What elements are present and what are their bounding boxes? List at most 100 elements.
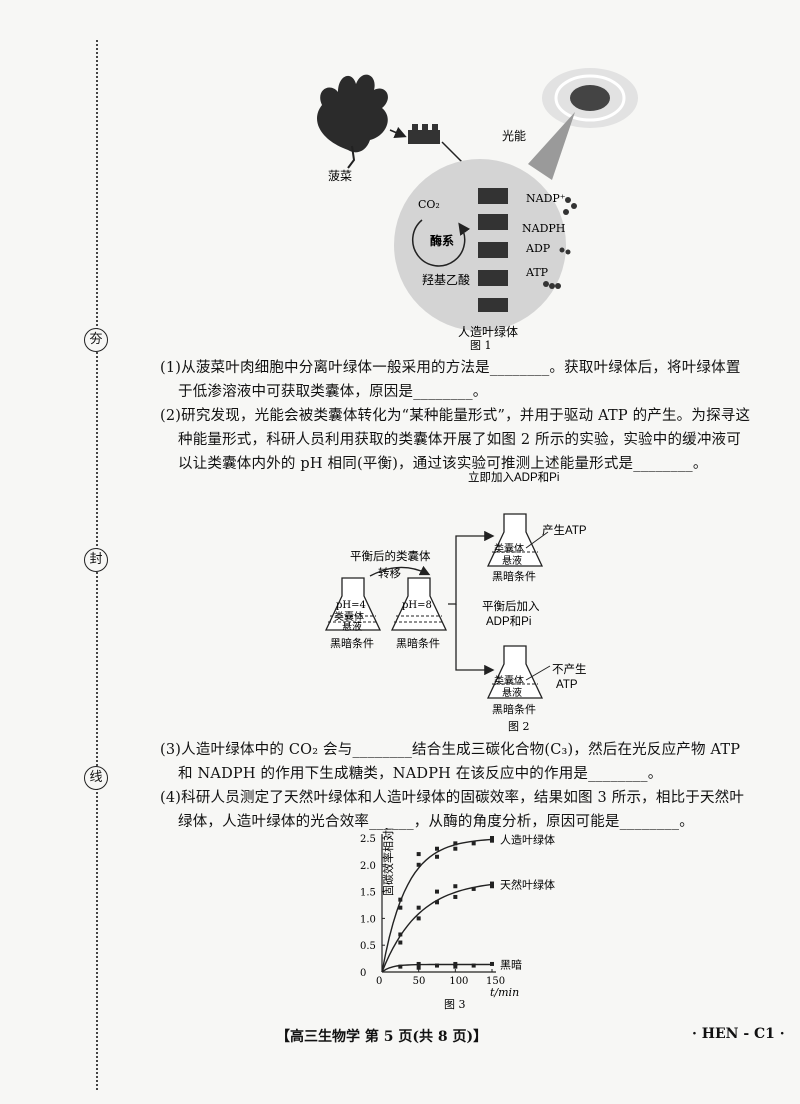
question-1: (1)从菠菜叶肉细胞中分离叶绿体一般采用的方法是________。获取叶绿体后，…	[160, 356, 770, 404]
flask-result-bottom: 类囊体 悬液 黑暗条件	[486, 645, 551, 716]
suspension-label: 悬液	[342, 620, 362, 633]
enzyme-label: 酶系	[430, 233, 454, 248]
x-tick-label: 0	[376, 976, 382, 987]
adp-label: ADP	[525, 242, 551, 255]
x-tick-label: 50	[413, 976, 426, 987]
thylakoid-label: 类囊体	[494, 542, 524, 555]
ph8-label: pH=8	[402, 600, 432, 611]
produce-atp-label: 产生ATP	[542, 523, 587, 537]
data-point	[398, 940, 403, 945]
flask-ph4: pH=4 类囊体 悬液 黑暗条件	[324, 577, 382, 650]
dark-label: 黑暗条件	[492, 569, 536, 583]
data-point	[453, 964, 458, 969]
y-tick-label: 1.5	[360, 888, 376, 899]
data-point	[416, 916, 421, 921]
data-point	[490, 884, 494, 889]
question-line: (2)研究发现，光能会被类囊体转化为“某种能量形式”，并用于驱动 ATP 的产生…	[160, 408, 751, 424]
question-2: (2)研究发现，光能会被类囊体转化为“某种能量形式”，并用于驱动 ATP 的产生…	[160, 404, 770, 476]
y-tick-label: 0.5	[360, 941, 376, 952]
data-point	[453, 961, 458, 966]
spinach-illustration	[317, 74, 388, 169]
series-label: 黑暗	[500, 957, 522, 971]
data-point	[416, 905, 421, 910]
question-line: 于低渗溶液中可获取类囊体，原因是________。	[178, 384, 488, 400]
x-tick-label: 150	[486, 976, 505, 987]
x-tick-label: 100	[449, 976, 468, 987]
atp-label: ATP	[525, 266, 549, 279]
question-3: (3)人造叶绿体中的 CO₂ 会与________结合生成三碳化合物(C₃)，然…	[160, 738, 770, 786]
page-footer: 【高三生物学 第 5 页(共 8 页)】	[276, 1029, 488, 1045]
dark-label: 黑暗条件	[396, 636, 440, 650]
exam-code: · HEN - C1 ·	[692, 1026, 785, 1042]
y-tick-label: 1.0	[360, 914, 376, 925]
thylakoid-label: 类囊体	[334, 610, 364, 623]
question-line: (1)从菠菜叶肉细胞中分离叶绿体一般采用的方法是________。获取叶绿体后，…	[160, 360, 741, 376]
light-source-icon	[528, 68, 638, 180]
binding-char: 夯	[84, 328, 108, 352]
fig3-caption: 图 3	[444, 998, 466, 1011]
nadp-label: NADP⁺	[526, 192, 566, 205]
after-balance-label: 平衡后加入	[482, 600, 540, 613]
question-line: 绿体，人造叶绿体的光合效率______，从酶的角度分析，原因可能是_______…	[178, 814, 694, 830]
thylakoid-label: 类囊体	[494, 674, 524, 687]
data-point	[453, 841, 458, 846]
data-point	[416, 862, 421, 867]
ph4-label: pH=4	[336, 600, 366, 611]
chart-axes: 0 50 100 150 0 0.5 1.0 1.5 2.0 2.5	[360, 834, 505, 987]
data-point	[435, 963, 439, 968]
data-point	[490, 836, 494, 840]
y-tick-label: 2.0	[360, 861, 376, 872]
fig1-caption: 图 1	[470, 339, 492, 350]
series-label: 人造叶绿体	[500, 832, 555, 846]
data-point	[416, 965, 421, 970]
y-tick-label: 0	[360, 968, 366, 979]
no-produce-label: 不产生	[552, 662, 587, 676]
flask-result-top: 类囊体 悬液 黑暗条件	[486, 513, 549, 583]
light-label: 光能	[502, 129, 526, 143]
series-label: 天然叶绿体	[500, 877, 555, 891]
data-point	[471, 963, 476, 968]
data-point	[435, 854, 439, 859]
after-balance-label-2: ADP和Pi	[486, 615, 531, 628]
question-4: (4)科研人员测定了天然叶绿体和人造叶绿体的固碳效率，结果如图 3 所示，相比于…	[160, 786, 770, 834]
flask-ph8: pH=8 黑暗条件	[390, 577, 448, 650]
binding-char: 封	[84, 548, 108, 572]
suspension-label: 悬液	[502, 554, 522, 567]
data-point	[453, 894, 458, 899]
co2-label: CO₂	[418, 198, 440, 211]
dark-label: 黑暗条件	[330, 636, 374, 650]
spinach-label: 菠菜	[328, 169, 352, 183]
data-point	[490, 838, 494, 843]
suspension-label: 悬液	[502, 686, 522, 699]
thylakoid-stacks	[478, 188, 508, 312]
fig1-title: 人造叶绿体	[458, 324, 518, 339]
data-point	[453, 884, 458, 889]
product-label: 羟基乙酸	[422, 272, 470, 287]
question-line: 以让类囊体内外的 pH 相同(平衡)，通过该实验可推测上述能量形式是______…	[178, 456, 708, 472]
data-point	[398, 964, 403, 969]
thylakoid-stack	[408, 124, 440, 144]
data-point	[435, 889, 439, 894]
nadph-label: NADPH	[522, 222, 565, 235]
question-line: 和 NADPH 的作用下生成糖类，NADPH 在该反应中的作用是________…	[178, 766, 663, 782]
data-point	[471, 841, 476, 846]
data-point	[416, 961, 421, 966]
data-point	[416, 852, 421, 857]
immediate-label: 立即加入ADP和Pi	[468, 470, 559, 484]
chart-ylabel: 固碳效率相对值	[381, 828, 395, 896]
series-curve	[381, 883, 493, 973]
balanced-label: 平衡后的类囊体	[350, 549, 431, 563]
question-line: (3)人造叶绿体中的 CO₂ 会与________结合生成三碳化合物(C₃)，然…	[160, 742, 741, 758]
molecule-dots	[543, 197, 577, 289]
dark-label: 黑暗条件	[492, 702, 536, 716]
data-point	[471, 886, 476, 891]
data-point	[453, 846, 458, 851]
y-tick-label: 2.5	[360, 834, 376, 845]
data-point	[398, 932, 403, 937]
data-point	[435, 900, 439, 905]
chart-xlabel: t/min	[490, 986, 519, 999]
data-point	[398, 905, 403, 910]
question-line: (4)科研人员测定了天然叶绿体和人造叶绿体的固碳效率，结果如图 3 所示，相比于…	[160, 790, 745, 806]
